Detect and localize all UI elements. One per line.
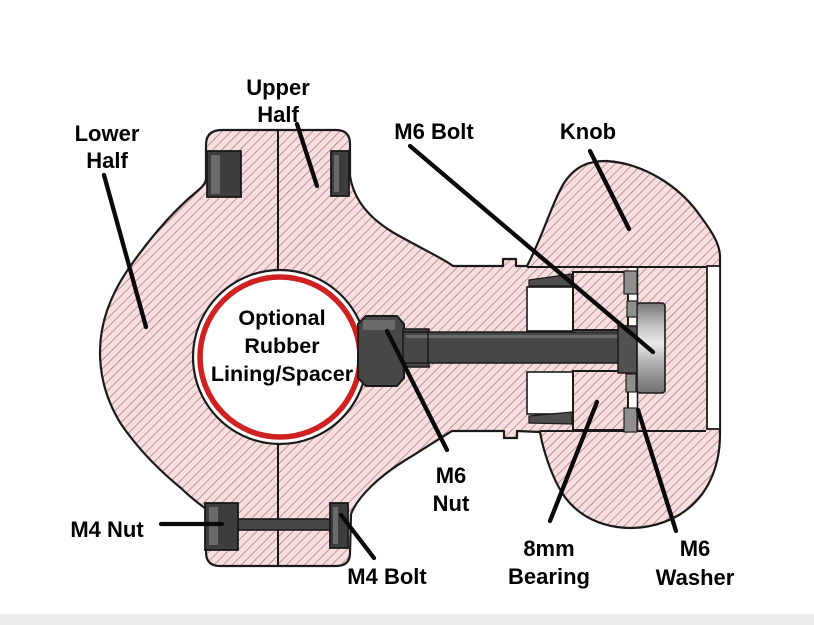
m4-bolt-head-highlight <box>333 507 338 544</box>
top-fastener-pockets <box>206 150 350 198</box>
label-m6-nut-line-1: M6 <box>436 463 467 488</box>
center-note-line-2: Rubber <box>244 334 320 358</box>
leader-upper-half <box>294 121 320 189</box>
label-m4-nut: M4 Nut <box>70 517 144 542</box>
label-8mm-bearing-line-2: Bearing <box>508 564 590 589</box>
center-note-line-1: Optional <box>238 306 325 330</box>
label-upper-half-line-1: Upper <box>246 75 310 100</box>
top-right-bolt-highlight <box>334 155 339 192</box>
bearing-block-lower <box>572 370 629 431</box>
label-m6-nut: M6 Nut <box>433 463 470 516</box>
bottom-strip <box>0 614 814 625</box>
knob-rim-band <box>706 265 721 430</box>
label-m6-nut-line-2: Nut <box>433 491 470 516</box>
label-8mm-bearing: 8mm Bearing <box>508 536 590 589</box>
leader-8mm-bearing <box>547 399 600 524</box>
center-hole: Optional Rubber Lining/Spacer <box>191 268 369 446</box>
m6-bolt-assembly <box>357 270 666 433</box>
label-m4-bolt: M4 Bolt <box>347 564 427 589</box>
top-right-bolt-pocket <box>330 150 350 197</box>
label-lower-half-line-1: Lower <box>75 121 140 146</box>
top-left-nut-highlight <box>211 155 220 194</box>
race-spacer-top-inner <box>626 300 638 318</box>
center-note-line-3: Lining/Spacer <box>211 362 354 386</box>
m6-nut <box>357 315 405 387</box>
label-knob: Knob <box>560 119 616 144</box>
leader-knob <box>587 148 632 232</box>
m4-bolt-head <box>329 502 349 549</box>
labels: Lower Half Upper Half M6 Bolt Knob M4 Nu… <box>70 75 734 590</box>
leader-m6-nut <box>384 328 450 453</box>
label-upper-half-line-2: Half <box>257 102 299 127</box>
label-upper-half: Upper Half <box>246 75 310 127</box>
leader-m6-bolt <box>407 143 656 355</box>
m6-nut-highlight <box>363 320 395 330</box>
label-m6-washer-line-1: M6 <box>680 536 711 561</box>
label-lower-half: Lower Half <box>75 121 140 173</box>
race-spacer-bottom-outer <box>623 407 638 433</box>
race-spacer-bottom-inner <box>625 373 637 393</box>
leader-lines <box>101 121 679 561</box>
label-m6-washer-line-2: Washer <box>656 565 735 590</box>
bearing-seat-pocket-lower <box>526 371 574 415</box>
race-spacer-top-outer <box>623 270 638 295</box>
leader-m4-bolt <box>338 512 377 561</box>
bearing-race-spacers <box>623 270 638 433</box>
label-8mm-bearing-line-1: 8mm <box>523 536 574 561</box>
leader-m6-washer <box>635 407 679 534</box>
label-lower-half-line-2: Half <box>86 148 128 173</box>
leader-lower-half <box>101 172 149 330</box>
bearing-seat-pocket-upper <box>526 286 574 332</box>
label-m6-bolt: M6 Bolt <box>394 119 474 144</box>
label-m6-washer: M6 Washer <box>656 536 735 590</box>
m4-bolt-shaft <box>237 518 332 531</box>
